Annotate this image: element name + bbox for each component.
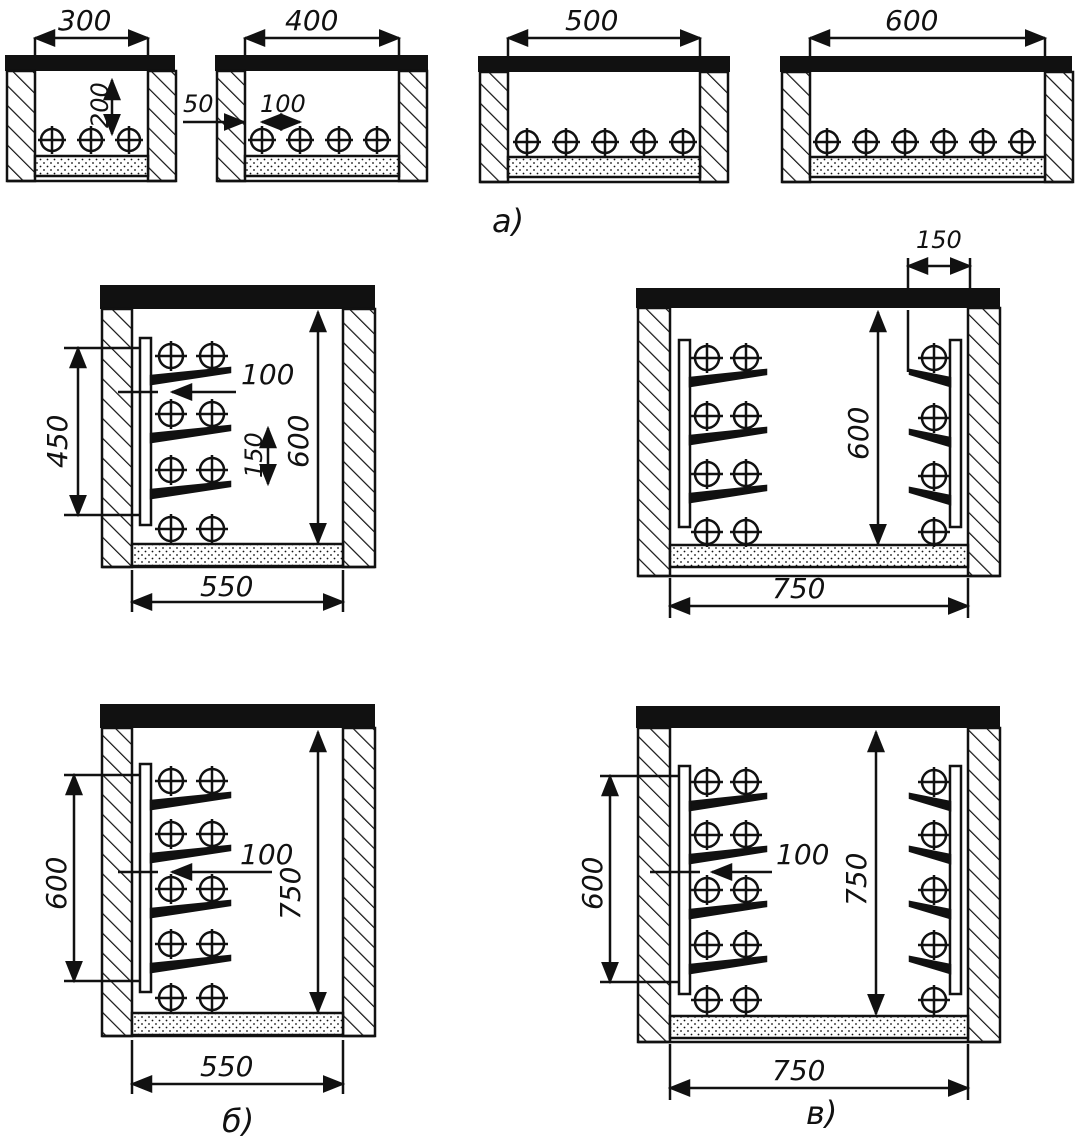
cable-group-600 [813,128,1036,156]
cable-group-400 [248,126,391,154]
panel-b-top-labels: 450 100 150 600 550 [41,358,315,603]
cable-rack-v-top-left [688,343,768,547]
panel-b-top [64,285,377,612]
cable-group-300 [38,126,143,154]
cable-group-500 [513,128,697,156]
dim-150-b-top: 150 [240,432,268,478]
cable-rack-v-top-right [908,343,952,547]
dim-600-b-top: 600 [282,415,315,468]
dim-100: 100 [260,90,306,118]
panel-v-bottom [600,706,1002,1100]
channel-300 [5,29,178,183]
cable-rack-b-top [149,341,232,544]
panel-b-bottom-labels: 600 100 750 550 б) [40,838,307,1140]
dim-500: 500 [565,4,618,37]
dim-750-v-bottom-width: 750 [772,1054,825,1087]
channel-600 [780,29,1075,184]
panel-v-top-labels: 150 600 750 [772,226,962,605]
caption-v: в) [806,1094,837,1132]
dim-750-v-bottom: 750 [840,853,873,906]
channel-400 [183,29,429,183]
channel-500 [478,29,730,184]
dim-550-b-bottom: 550 [200,1050,253,1083]
panel-b-bottom [64,704,377,1094]
dim-600: 600 [885,4,938,37]
dim-300: 300 [58,4,111,37]
dim-150-v-top: 150 [916,226,962,254]
panel-v-bottom-labels: 600 100 750 750 в) [576,838,873,1132]
caption-b: б) [222,1102,254,1140]
caption-a: а) [492,202,524,240]
dim-550-b-top: 550 [200,570,253,603]
cable-rack-b-bottom [149,766,232,1013]
dim-100-b-top: 100 [241,358,294,391]
dim-750-b-bottom: 750 [274,867,307,920]
row-a-channels [5,29,1075,184]
cable-rack-v-bottom-left [688,767,768,1015]
row-a-dimension-labels: 300 400 500 600 200 50 100 а) [58,4,938,240]
dim-600-v-bottom: 600 [576,857,609,910]
dim-200: 200 [86,82,114,128]
dim-100-b-bottom: 100 [240,838,293,871]
dim-600-b-bottom: 600 [40,857,73,910]
dim-600-v-top: 600 [842,407,875,460]
dim-50: 50 [183,90,214,118]
dim-450: 450 [41,415,74,468]
cable-rack-v-bottom-right [908,767,952,1015]
dim-400: 400 [285,4,338,37]
dim-750-v-top: 750 [772,572,825,605]
dim-100-v-bottom: 100 [776,838,829,871]
panel-v-top [636,257,1002,618]
